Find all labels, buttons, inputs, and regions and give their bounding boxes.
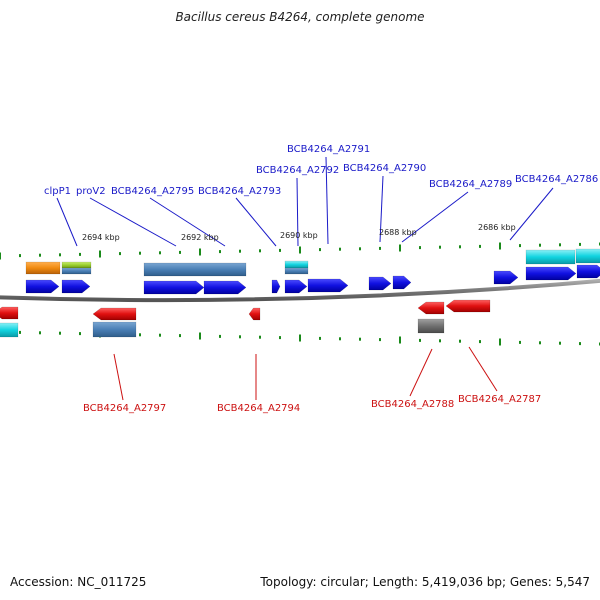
leader-line (235, 197, 277, 247)
scale-label: 2686 kbp (478, 223, 516, 232)
gene-feature-yellowgreen (61, 261, 92, 269)
cds-minus-arrow (248, 307, 261, 321)
accession-text: Accession: NC_011725 (10, 575, 147, 589)
gene-features (0, 248, 600, 338)
gene-feature-steelblue (284, 267, 309, 275)
cds-minus-arrow (0, 306, 19, 320)
map-title: Bacillus cereus B4264, complete genome (175, 10, 425, 24)
gene-label: proV2 (76, 186, 106, 197)
leader-line (401, 191, 469, 243)
gene-feature-gray (417, 318, 445, 334)
leader-line (149, 197, 226, 247)
gene-label: BCB4264_A2786 (515, 174, 598, 185)
gene-label: BCB4264_A2789 (429, 179, 512, 190)
gene-feature-steelblue (61, 267, 92, 275)
leader-line (113, 353, 124, 401)
gene-feature-steelblue (143, 262, 247, 277)
scale-label: 2694 kbp (82, 233, 120, 242)
cds-plus-arrow (61, 279, 91, 294)
gene-label: BCB4264_A2792 (256, 165, 339, 176)
cds-plus-arrow (576, 264, 600, 279)
position-ticks (0, 242, 600, 346)
cds-plus-arrow (284, 279, 308, 294)
cds-minus-arrow (92, 307, 137, 321)
cds-plus-arrow (307, 278, 349, 293)
leader-line (89, 197, 177, 247)
label-leader-lines (56, 156, 554, 401)
gene-label: BCB4264_A2794 (217, 403, 300, 414)
cds-plus-arrow (143, 280, 205, 295)
gene-feature-cyan (0, 322, 19, 338)
scale-labels: 2694 kbp 2692 kbp 2690 kbp 2688 kbp 2686 kbp (82, 223, 516, 242)
gene-feature-cyan (284, 260, 309, 269)
genome-map: 2694 kbp 2692 kbp 2690 kbp 2688 kbp 2686 kbp… (0, 144, 600, 414)
gene-label: clpP1 (44, 186, 71, 197)
leader-line (56, 197, 78, 247)
gene-feature-cyan (525, 249, 576, 265)
gene-label: BCB4264_A2797 (83, 403, 166, 414)
gene-label: BCB4264_A2790 (343, 163, 426, 174)
gene-label: BCB4264_A2788 (371, 399, 454, 410)
gene-label: BCB4264_A2791 (287, 144, 370, 155)
leader-line (509, 187, 554, 241)
cds-plus-arrow (392, 275, 412, 290)
cds-plus-arrow (25, 279, 60, 294)
cds-minus-arrow (445, 299, 491, 313)
leader-line (468, 346, 498, 392)
cds-plus-arrow (368, 276, 392, 291)
scale-label: 2692 kbp (181, 233, 219, 242)
genome-summary-text: Topology: circular; Length: 5,419,036 bp… (260, 575, 590, 589)
cds-plus-arrow (203, 280, 247, 295)
scale-label: 2688 kbp (379, 228, 417, 237)
gene-label: BCB4264_A2795 (111, 186, 194, 197)
leader-line (379, 175, 384, 243)
leader-line (296, 177, 299, 247)
gene-label: BCB4264_A2787 (458, 394, 541, 405)
leader-line (409, 348, 433, 397)
gene-feature-steelblue (92, 321, 137, 338)
scale-label: 2690 kbp (280, 231, 318, 240)
cds-plus-arrow (525, 266, 577, 281)
genome-backbone (0, 278, 600, 303)
gene-feature-cyan (575, 248, 600, 264)
cds-plus-arrow (271, 279, 281, 294)
gene-label: BCB4264_A2793 (198, 186, 281, 197)
leader-line (325, 156, 329, 245)
cds-minus-arrow (417, 301, 445, 315)
gene-feature-orange (25, 261, 61, 275)
cds-plus-arrow (493, 270, 519, 285)
